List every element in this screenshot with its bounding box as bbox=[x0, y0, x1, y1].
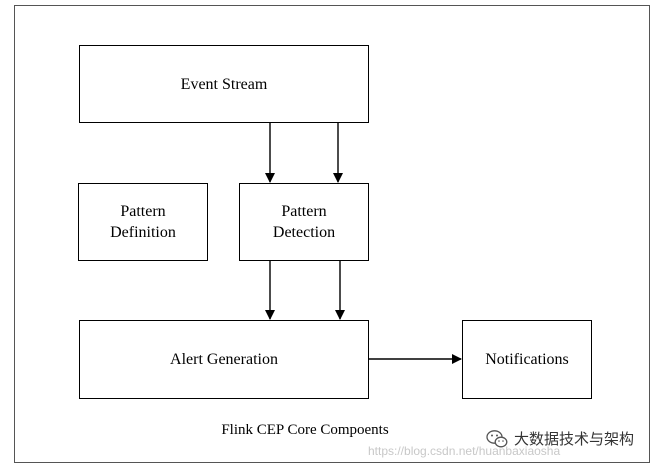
pattern-definition-label-line1: Pattern bbox=[120, 203, 166, 220]
alert-generation-label: Alert Generation bbox=[170, 351, 278, 368]
notifications-label: Notifications bbox=[485, 351, 569, 368]
brand-label: 大数据技术与架构 bbox=[514, 430, 635, 448]
pattern-detection-label-line1: Pattern bbox=[281, 203, 327, 220]
wechat-icon bbox=[486, 429, 508, 447]
pattern-detection-node: Pattern Detection bbox=[239, 183, 369, 261]
event-stream-node: Event Stream bbox=[79, 45, 369, 123]
pattern-definition-label-line2: Definition bbox=[110, 224, 176, 241]
event-stream-label: Event Stream bbox=[180, 75, 268, 93]
brand-watermark: 大数据技术与架构 bbox=[486, 428, 634, 449]
pattern-definition-node: Pattern Definition bbox=[78, 183, 208, 261]
alert-generation-node: Alert Generation bbox=[79, 320, 369, 399]
notifications-node: Notifications bbox=[462, 320, 592, 399]
url-watermark: https://blog.csdn.net/huanbaxiaosha bbox=[368, 444, 561, 458]
pattern-detection-label-line2: Detection bbox=[272, 224, 336, 241]
diagram-caption: Flink CEP Core Compoents bbox=[221, 422, 389, 438]
